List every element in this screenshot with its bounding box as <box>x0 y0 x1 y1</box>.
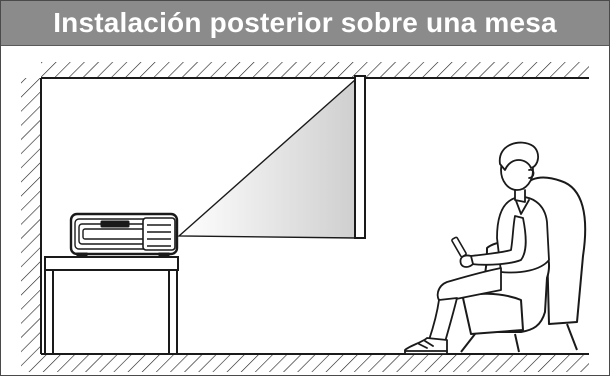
projector <box>69 212 179 258</box>
projection-beam <box>177 77 357 239</box>
ceiling <box>41 62 589 79</box>
title-bar: Instalación posterior sobre una mesa <box>1 1 609 46</box>
remote-control <box>451 236 467 258</box>
seated-person <box>404 141 550 355</box>
floor <box>21 353 589 372</box>
projection-screen <box>354 75 366 239</box>
left-wall <box>21 78 42 354</box>
installation-scene <box>21 62 589 372</box>
diagram-title: Instalación posterior sobre una mesa <box>53 7 557 38</box>
table <box>44 256 179 354</box>
